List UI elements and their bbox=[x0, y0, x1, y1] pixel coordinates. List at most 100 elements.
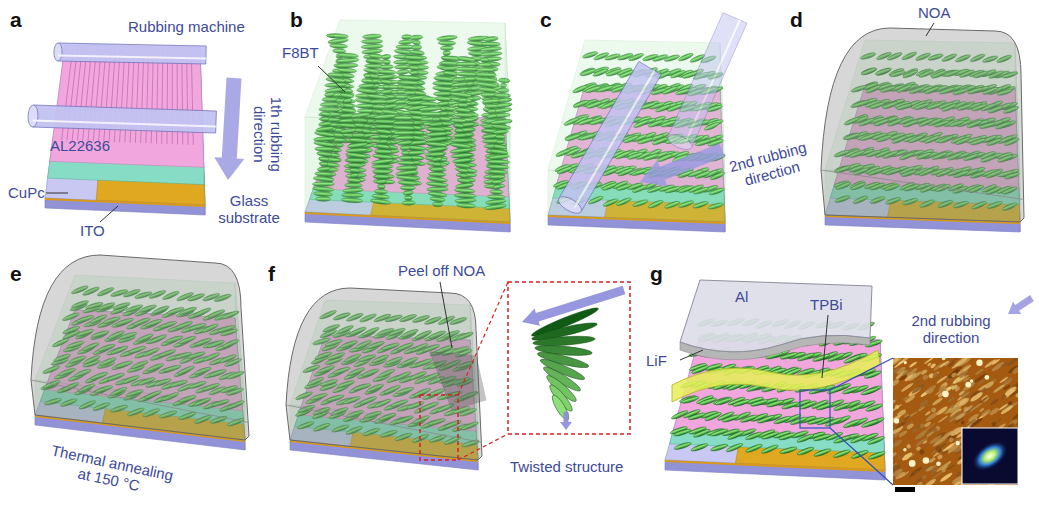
polymer-rod bbox=[688, 412, 707, 421]
polymer-rod bbox=[833, 448, 851, 459]
polymer-rod bbox=[715, 396, 733, 406]
polymer-rod bbox=[860, 386, 878, 396]
afm-grain bbox=[949, 404, 955, 409]
glass-substrate bbox=[665, 335, 885, 470]
polymer-rod bbox=[761, 444, 779, 455]
polymer-rod bbox=[693, 428, 711, 439]
afm-grain bbox=[1011, 411, 1018, 421]
film-top bbox=[305, 20, 510, 127]
polymer-rod bbox=[796, 433, 814, 444]
polymer-rod bbox=[745, 431, 763, 441]
leader-line bbox=[822, 315, 828, 378]
polymer-rod bbox=[790, 416, 808, 426]
polymer-rod bbox=[781, 401, 799, 411]
zoom-line bbox=[458, 282, 508, 395]
polymer-rod bbox=[843, 418, 861, 429]
polymer-rod bbox=[690, 442, 708, 452]
polymer-rod bbox=[799, 400, 817, 411]
direction-arrow bbox=[1008, 295, 1034, 314]
polymer-rod bbox=[867, 435, 885, 446]
polymer-rod bbox=[710, 428, 728, 438]
leader-line bbox=[100, 206, 118, 222]
afm-grain bbox=[960, 420, 965, 425]
afm-ground bbox=[893, 358, 1018, 485]
polymer-rod bbox=[827, 352, 845, 363]
polymer-rod bbox=[842, 385, 860, 395]
zoom-box bbox=[800, 390, 830, 428]
al-electrode bbox=[680, 280, 872, 352]
roller bbox=[28, 105, 217, 133]
afm-grain bbox=[927, 422, 936, 429]
roller-end bbox=[28, 105, 39, 127]
polymer-rod bbox=[673, 441, 691, 451]
polymer-rod bbox=[766, 399, 784, 408]
polymer-rod bbox=[797, 352, 815, 363]
direction-arrow bbox=[214, 78, 244, 180]
noa-dome bbox=[31, 255, 249, 440]
polymer-rod bbox=[757, 414, 775, 424]
polymer-rod bbox=[699, 397, 717, 407]
afm-grain bbox=[993, 384, 1006, 394]
polymer-rod bbox=[727, 430, 745, 441]
dome-edge bbox=[31, 380, 249, 423]
roller-highlight bbox=[58, 56, 206, 59]
polymer-rod bbox=[816, 401, 834, 411]
direction-arrow bbox=[560, 412, 572, 430]
polymer-rod bbox=[761, 430, 779, 440]
polymer-rod bbox=[673, 428, 691, 438]
roller-body bbox=[58, 43, 206, 64]
zoom-line bbox=[830, 428, 893, 485]
leader-line bbox=[46, 193, 68, 194]
roller bbox=[666, 13, 747, 153]
polymer-rod bbox=[745, 443, 763, 454]
glass-substrate bbox=[305, 115, 510, 222]
roller-highlight bbox=[33, 120, 216, 126]
roller bbox=[556, 61, 661, 216]
polymer-rod bbox=[813, 447, 831, 457]
polymer-rod bbox=[779, 446, 798, 455]
direction-arrow bbox=[640, 144, 725, 187]
panel-e bbox=[31, 255, 249, 450]
zoom-line bbox=[830, 358, 893, 390]
polymer-rod bbox=[824, 416, 842, 427]
panel-a bbox=[28, 43, 245, 222]
roller-body bbox=[559, 61, 661, 211]
polymer-rod bbox=[710, 443, 728, 452]
polymer-rod bbox=[671, 409, 689, 420]
polymer-rod bbox=[813, 433, 832, 442]
polymer-rod bbox=[861, 418, 879, 428]
direction-arrow bbox=[522, 286, 625, 326]
polymer-rod bbox=[740, 414, 758, 424]
roller-highlight bbox=[685, 20, 740, 144]
leader-line bbox=[680, 350, 703, 360]
roller-body bbox=[33, 105, 217, 133]
polymer-rod bbox=[780, 351, 799, 360]
dome-edge bbox=[821, 170, 1024, 200]
leader-line bbox=[926, 23, 934, 36]
afm-grain bbox=[909, 361, 918, 368]
leader-line bbox=[318, 66, 345, 92]
zoom-box bbox=[420, 395, 458, 460]
roller-end bbox=[54, 43, 62, 61]
afm-image bbox=[893, 358, 1018, 485]
polymer-rod bbox=[807, 416, 825, 425]
polymer-rod bbox=[704, 411, 722, 422]
polymer-rod bbox=[812, 353, 830, 363]
panel-f bbox=[286, 282, 630, 470]
film-front bbox=[305, 117, 510, 222]
polymer-rod bbox=[796, 446, 814, 457]
polymer-rod bbox=[848, 402, 866, 413]
polymer-rod bbox=[850, 433, 868, 444]
roller-highlight bbox=[574, 71, 654, 208]
panel-b bbox=[305, 20, 512, 232]
polymer-rod bbox=[732, 398, 751, 407]
afm-grain bbox=[893, 452, 897, 458]
polymer-rod bbox=[773, 415, 791, 425]
roller-body bbox=[668, 13, 747, 148]
afm-grain bbox=[989, 407, 1000, 416]
ito-edge bbox=[45, 198, 205, 207]
noa-dome bbox=[821, 28, 1024, 222]
polymer-rod bbox=[778, 431, 796, 441]
